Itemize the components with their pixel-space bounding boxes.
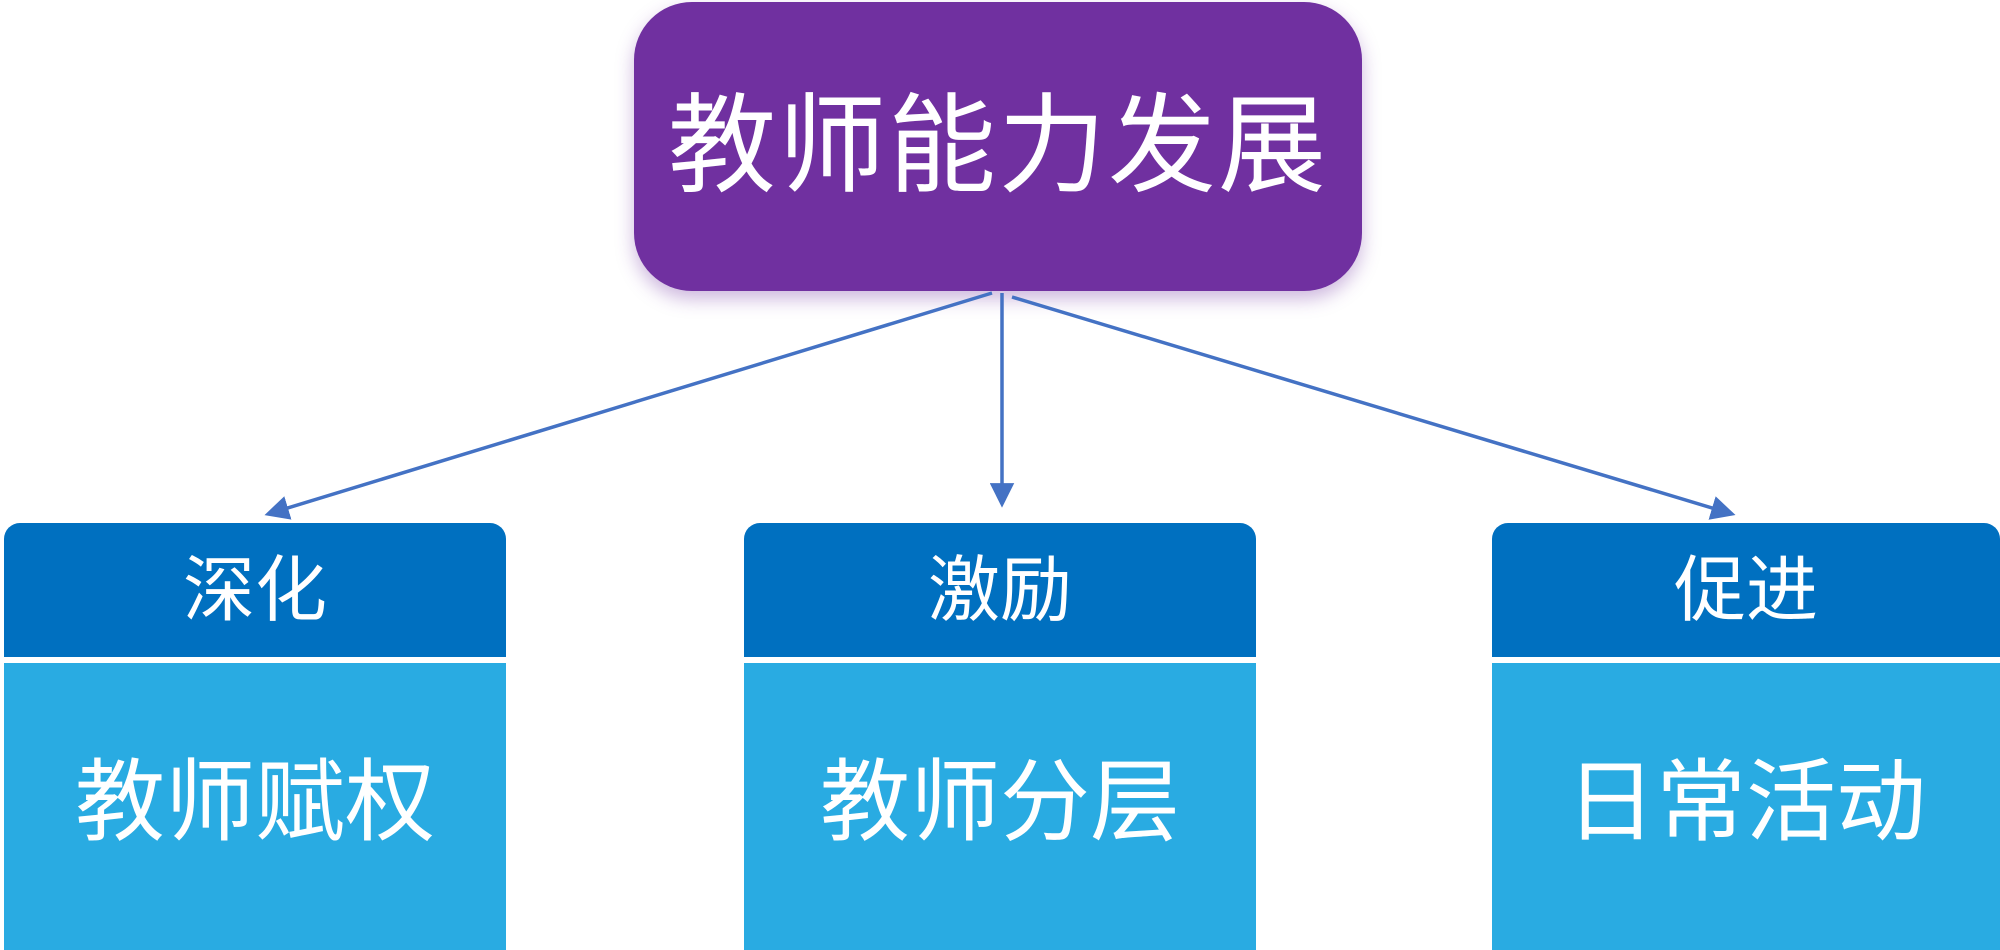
- branch-middle-body-label: 教师分层: [820, 750, 1180, 855]
- branch-right-header: 促进: [1492, 523, 2000, 657]
- connector-arrow-right: [1011, 295, 1736, 520]
- branch-middle-header: 激励: [744, 523, 1256, 657]
- branch-middle-header-label: 激励: [927, 548, 1072, 632]
- branch-left-body: 教师赋权: [4, 663, 506, 950]
- root-node: 教师能力发展: [634, 2, 1362, 291]
- branch-left-header-label: 深化: [182, 548, 327, 632]
- branch-left-body-label: 教师赋权: [75, 750, 435, 855]
- branch-right-body-label: 日常活动: [1566, 750, 1926, 855]
- branch-node-middle: 激励 教师分层: [744, 523, 1256, 950]
- branch-right-body: 日常活动: [1492, 663, 2000, 950]
- connector-arrow-left: [264, 291, 993, 520]
- branch-node-right: 促进 日常活动: [1492, 523, 2000, 950]
- branch-node-left: 深化 教师赋权: [4, 523, 506, 950]
- branch-right-header-label: 促进: [1673, 548, 1818, 632]
- branch-left-header: 深化: [4, 523, 506, 657]
- branch-middle-body: 教师分层: [744, 663, 1256, 950]
- root-node-label: 教师能力发展: [667, 83, 1328, 209]
